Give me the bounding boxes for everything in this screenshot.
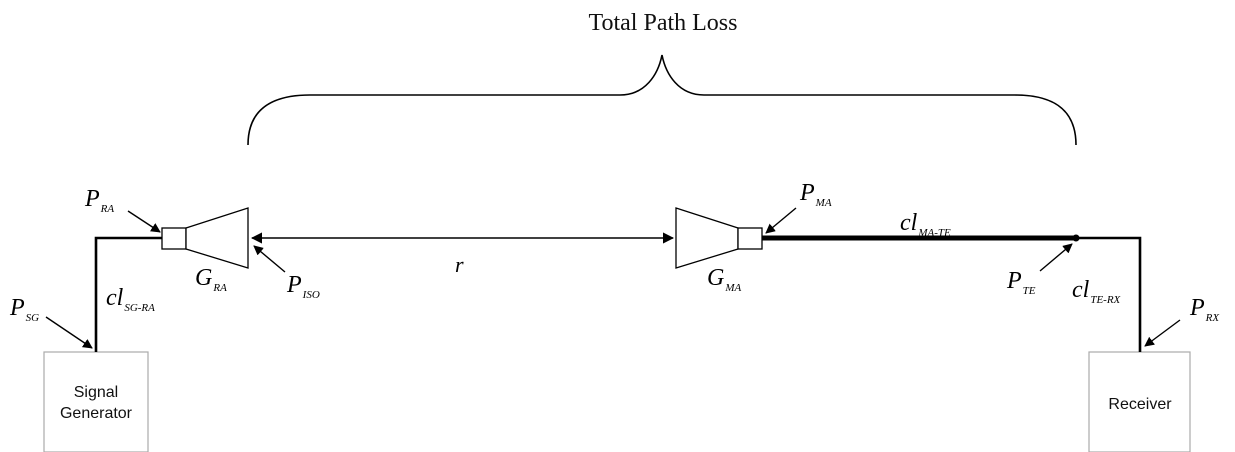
p-ma-label: PMA [799, 180, 832, 209]
p-iso-label: PISO [286, 272, 320, 301]
g-ma-label: GMA [707, 265, 742, 294]
distance-label: r [455, 252, 464, 277]
signal-generator-box [43, 351, 149, 452]
total-path-loss-brace [247, 54, 1077, 146]
p-sg-pointer-arrow [45, 316, 93, 349]
p-te-label: PTE [1006, 268, 1036, 297]
ma-antenna-connector [737, 227, 763, 250]
p-sg-label: PSG [9, 295, 39, 324]
ra-antenna-horn [185, 207, 249, 269]
p-rx-label: PRX [1189, 295, 1220, 324]
p-ma-pointer-arrow [765, 207, 797, 234]
cable-sg-ra [94, 236, 162, 352]
g-ra-label: GRA [195, 265, 227, 294]
receiver-label: Receiver [1108, 396, 1172, 413]
signal-generator-label-line1: Signal [74, 384, 118, 401]
cable-te-rx [1076, 236, 1142, 352]
diagram-title: Total Path Loss [589, 10, 738, 36]
p-ra-pointer-arrow [127, 210, 161, 233]
ra-antenna-connector [161, 227, 187, 250]
p-iso-pointer-arrow [253, 245, 286, 273]
cl-te-rx-label: clTE-RX [1072, 277, 1122, 306]
p-ra-label: PRA [84, 186, 114, 215]
ma-antenna-horn [675, 207, 739, 269]
receiver-box [1088, 351, 1191, 452]
p-rx-pointer-arrow [1144, 319, 1181, 347]
signal-generator-label-line2: Generator [60, 405, 133, 422]
p-te-pointer-arrow [1039, 243, 1073, 272]
cl-sg-ra-label: clSG-RA [106, 285, 155, 314]
cl-ma-te-label: clMA-TE [900, 210, 951, 239]
